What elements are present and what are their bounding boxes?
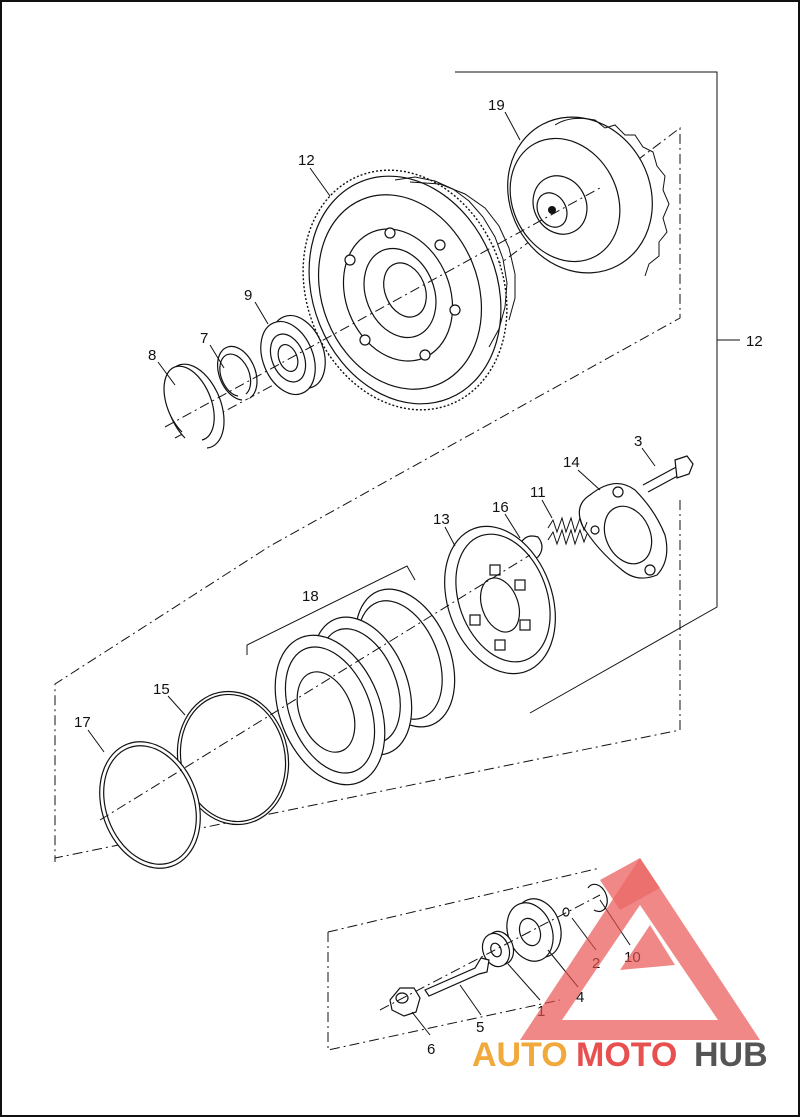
callout-7: 7 xyxy=(200,330,208,347)
part-6-adjuster-nut xyxy=(389,987,421,1017)
part-15-seal-ring xyxy=(176,690,290,826)
watermark-word-hub: HUB xyxy=(694,1036,768,1074)
dashed-group-outline-upper xyxy=(54,126,681,862)
callout-4: 4 xyxy=(576,989,584,1006)
part-3-bolt xyxy=(642,455,694,493)
callout-14: 14 xyxy=(563,454,580,471)
dashed-group-outline-lower xyxy=(327,867,601,1051)
callout-11: 11 xyxy=(530,484,546,501)
callout-12-top: 12 xyxy=(298,152,315,169)
assembly-12-bracket xyxy=(455,71,740,714)
callout-16: 16 xyxy=(492,499,509,516)
callout-19: 19 xyxy=(488,97,505,114)
part-12-clutch-shell xyxy=(302,169,516,411)
callout-9: 9 xyxy=(244,287,252,304)
part-2-small-ring xyxy=(562,907,570,917)
callout-17: 17 xyxy=(74,714,91,731)
part-10-retaining-ring xyxy=(587,883,608,913)
part-14-plate xyxy=(578,483,668,579)
automotohub-watermark-logo xyxy=(520,858,760,1040)
callout-3: 3 xyxy=(634,433,642,450)
callout-12-right: 12 xyxy=(746,333,763,350)
watermark-word-moto: MOTO xyxy=(576,1036,677,1074)
callout-15: 15 xyxy=(153,681,170,698)
part-11-spring xyxy=(547,516,588,546)
callout-5: 5 xyxy=(476,1019,484,1036)
part-1-bearing xyxy=(481,930,515,968)
callout-13: 13 xyxy=(433,511,450,528)
callout-6: 6 xyxy=(427,1041,435,1058)
part-19-clutch-hub xyxy=(507,116,670,277)
part-13-pressure-plate xyxy=(444,525,556,675)
part-5-push-rod xyxy=(424,957,490,997)
callout-8: 8 xyxy=(148,347,156,364)
watermark-word-auto: AUTO xyxy=(472,1036,568,1074)
part-8-retaining-ring xyxy=(163,363,225,449)
part-18-clutch-pack xyxy=(246,565,456,786)
callout-18: 18 xyxy=(302,588,319,605)
part-9-bearing xyxy=(260,314,326,396)
part-7-retaining-ring xyxy=(217,345,258,401)
